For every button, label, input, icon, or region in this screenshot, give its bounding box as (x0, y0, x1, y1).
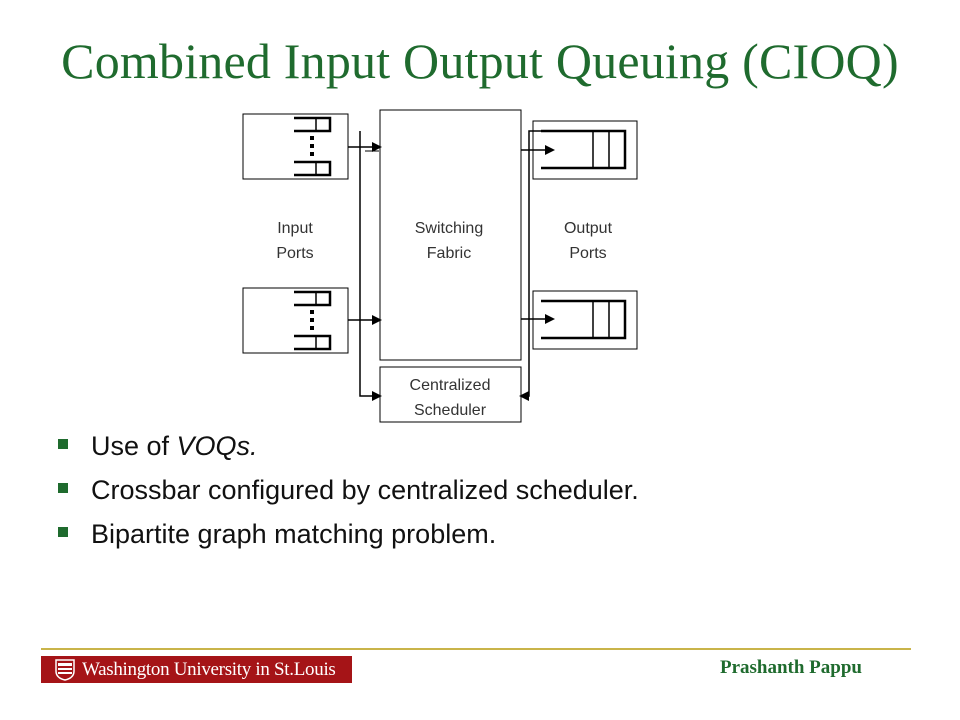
bullet-item: Bipartite graph matching problem. (58, 512, 639, 556)
scheduler-label-line1: Centralized (410, 377, 491, 394)
bullet-emphasis: VOQs. (176, 431, 258, 461)
fabric-label-line1: Switching (415, 220, 483, 237)
input-port-box (242, 287, 349, 354)
square-bullet-icon (58, 439, 68, 449)
output-ports-label-line2: Ports (569, 245, 606, 262)
output-port-2 (532, 290, 638, 350)
voq-bottom (294, 334, 332, 351)
ellipsis-dots (310, 136, 314, 156)
bullet-item: Crossbar configured by centralized sched… (58, 468, 639, 512)
input-ports-label-line1: Input (277, 220, 313, 237)
bullet-item: Use of VOQs. (58, 424, 639, 468)
voq-top (294, 116, 332, 133)
author-name: Prashanth Pappu (719, 657, 862, 678)
bullet-list: Use of VOQs. Crossbar configured by cent… (58, 424, 639, 556)
footer-rule (41, 648, 911, 650)
square-bullet-icon (58, 527, 68, 537)
bullet-text: Use of (91, 431, 177, 461)
scheduler-box (379, 366, 522, 423)
input-port-1 (242, 113, 349, 180)
bullet-text: Crossbar configured by centralized sched… (91, 475, 639, 505)
fabric-label-line2: Fabric (427, 245, 471, 262)
bullet-text: Bipartite graph matching problem. (91, 519, 497, 549)
input-control-line (359, 131, 382, 401)
output-control-line (519, 130, 541, 401)
input-ports-label-line2: Ports (276, 245, 313, 262)
crest-icon (55, 658, 75, 681)
slide-title: Combined Input Output Queuing (CIOQ) (61, 33, 899, 89)
input-port-box (242, 113, 349, 180)
ellipsis-dots (310, 310, 314, 330)
connections (348, 130, 555, 401)
square-bullet-icon (58, 483, 68, 493)
scheduler-label-line2: Scheduler (414, 402, 487, 419)
output-port-box (532, 290, 638, 350)
voq-bottom (294, 160, 332, 177)
university-banner: Washington University in St.Louis (41, 656, 352, 683)
output-queue (541, 129, 627, 170)
university-name: Washington University in St.Louis (82, 658, 336, 680)
switching-fabric-box (379, 109, 522, 361)
voq-top (294, 290, 332, 307)
input-port-2 (242, 287, 349, 354)
output-queue (541, 299, 627, 340)
output-ports-label-line1: Output (564, 220, 613, 237)
